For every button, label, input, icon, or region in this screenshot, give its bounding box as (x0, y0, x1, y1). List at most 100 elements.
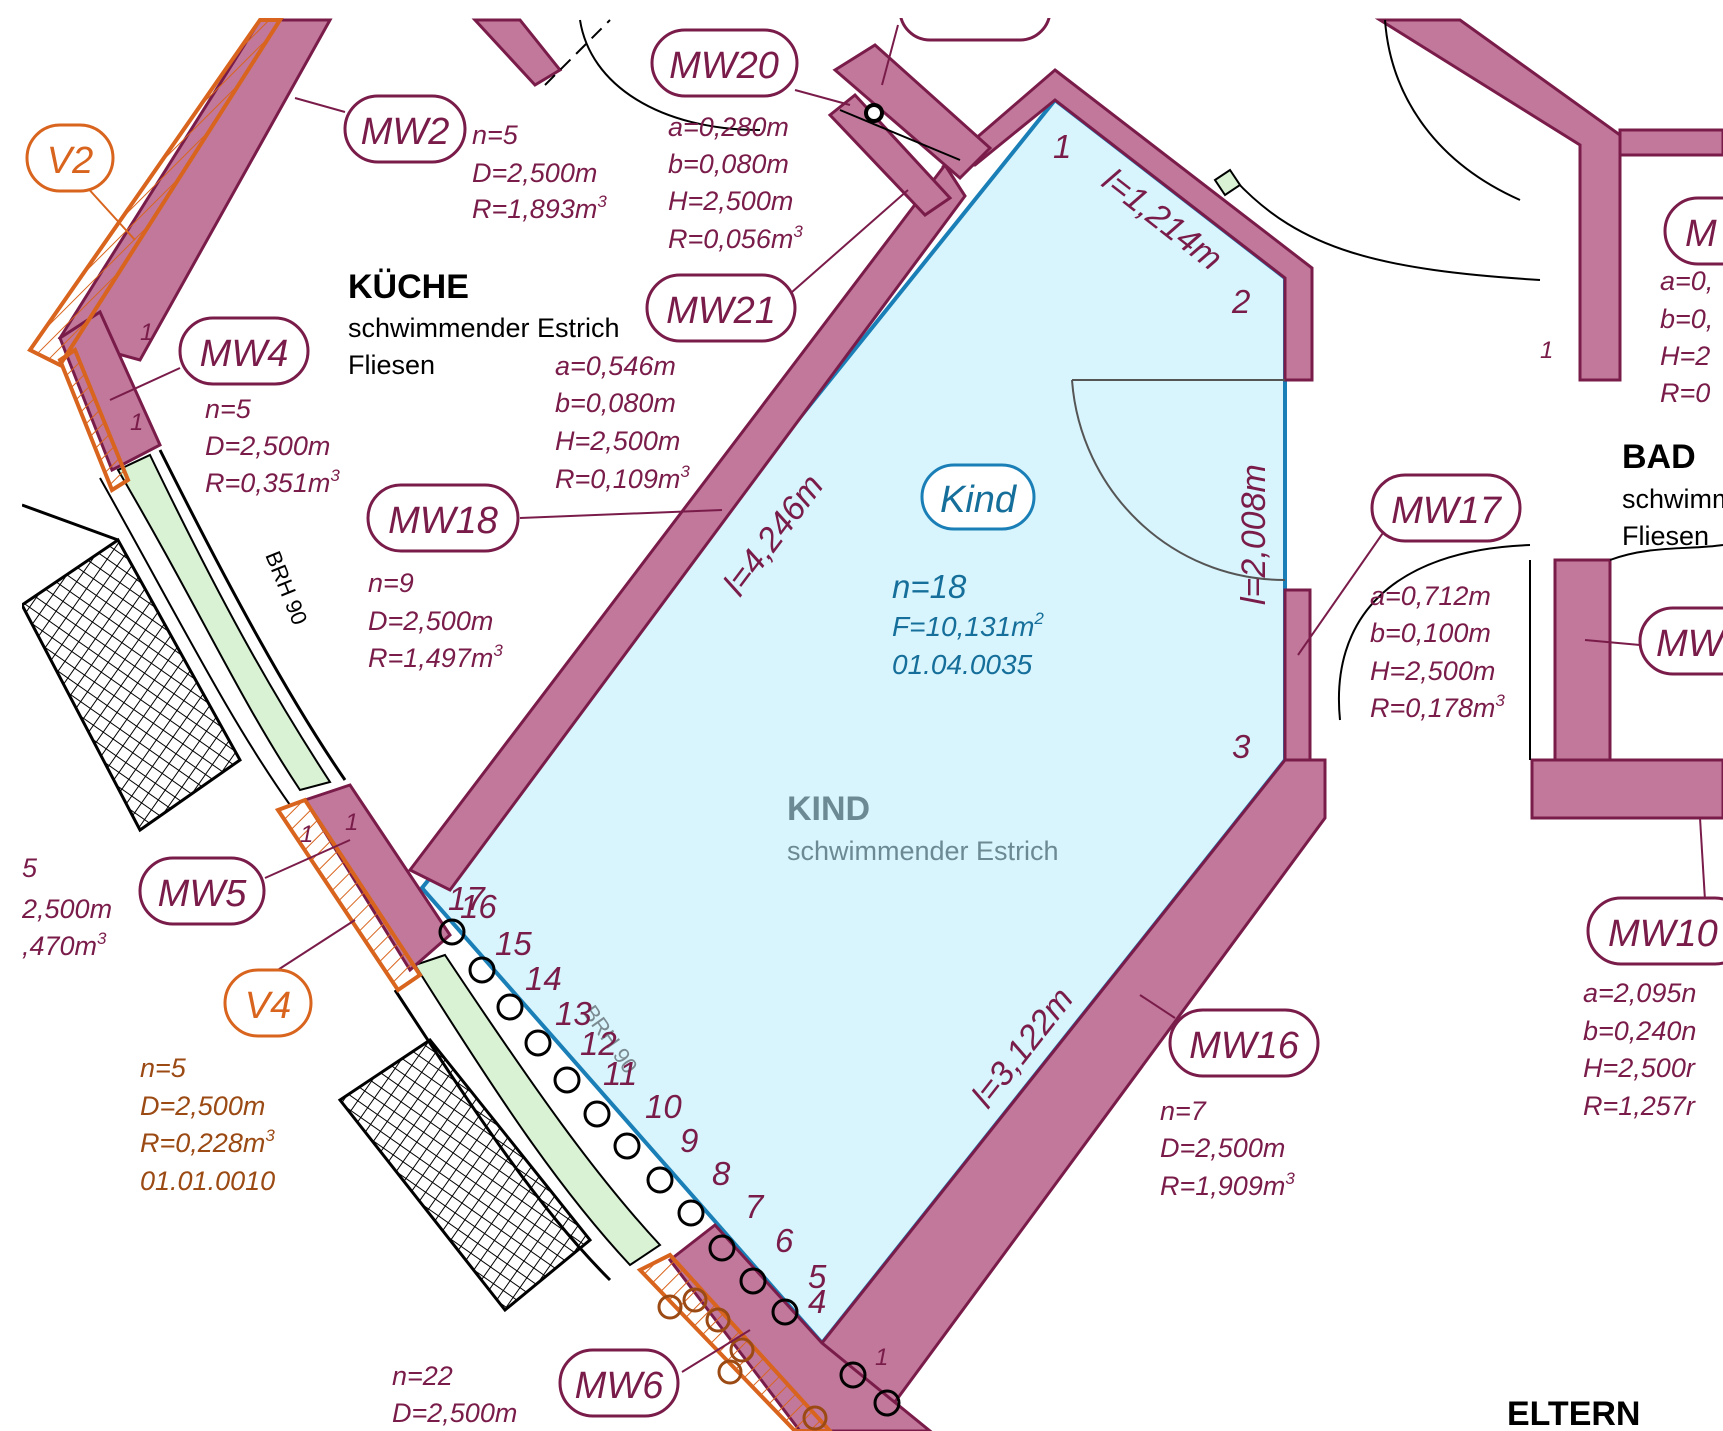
wall-top-stub (471, 18, 563, 87)
mw5-n: 5 (22, 853, 38, 883)
mw17-h: H=2,500m (1370, 656, 1495, 686)
wall-side-number: 1 (345, 809, 358, 836)
svg-text:MW21: MW21 (666, 290, 776, 332)
svg-text:V4: V4 (245, 985, 291, 1027)
tag-mw16[interactable]: MW16 (1168, 1008, 1320, 1078)
m-right-b: b=0, (1660, 304, 1713, 334)
corner-number: 14 (525, 960, 562, 997)
tag-mw5[interactable]: MW5 (138, 856, 266, 926)
corner-number: 9 (680, 1122, 698, 1159)
corner-number: 16 (460, 888, 497, 925)
kind-room-tag[interactable]: Kind (920, 463, 1036, 531)
kueche-finish: Fliesen (348, 350, 435, 380)
svg-text:MW5: MW5 (158, 873, 248, 915)
mw10-b: b=0,240n (1583, 1016, 1696, 1046)
svg-text:MW10: MW10 (1608, 913, 1718, 955)
corner-number: 3 (1232, 728, 1251, 765)
leader-lines (84, 24, 1706, 1373)
vertex-markers (438, 918, 901, 1417)
mw20-b: b=0,080m (668, 149, 789, 179)
mw18-n: n=9 (368, 568, 414, 598)
brh-label-1: BRH 90 (260, 548, 312, 629)
mw4-n: n=5 (205, 394, 252, 424)
svg-text:MW17: MW17 (1391, 490, 1503, 532)
window-band-lower (393, 953, 662, 1282)
mw17-r: R=0,178m3 (1370, 691, 1505, 723)
kind-name: KIND (787, 790, 870, 828)
terrace-hatched-left (20, 503, 242, 833)
kueche-floor: schwimmender Estrich (348, 313, 620, 343)
svg-text:MW2: MW2 (361, 111, 450, 153)
tag-mw10[interactable]: MW10 (1586, 896, 1723, 966)
corner-number: 6 (775, 1222, 794, 1259)
mw10-r: R=1,257r (1583, 1091, 1696, 1121)
wall-mw16 (820, 758, 1327, 1428)
wall-side-number: 1 (1540, 337, 1553, 364)
svg-text:MW: MW (1656, 623, 1723, 665)
kind-n: n=18 (892, 568, 967, 605)
svg-text:MW16: MW16 (1189, 1025, 1300, 1067)
mw2-d: D=2,500m (472, 158, 597, 188)
wall-v2 (27, 18, 284, 368)
svg-text:Kind: Kind (940, 479, 1018, 521)
bad-name: BAD (1622, 438, 1696, 476)
bad-floor: schwimmr (1622, 484, 1723, 514)
pipe-marker (864, 103, 884, 123)
wall-mw2 (57, 18, 333, 362)
mw2-r: R=1,893m3 (472, 192, 607, 224)
corner-number: 13 (555, 995, 592, 1032)
tag-mw2[interactable]: MW2 (343, 94, 467, 164)
wall-v4 (274, 797, 423, 993)
margin-left (0, 0, 22, 1431)
tag-mw18[interactable]: MW18 (366, 483, 520, 553)
terrace-hatched-bottom (337, 1037, 593, 1313)
wall-bad-bottom (1530, 758, 1723, 820)
corner-number: 7 (745, 1188, 765, 1225)
kind-floor: schwimmender Estrich (787, 836, 1059, 866)
corner-number: 11 (603, 1055, 637, 1092)
tag-mw6[interactable]: MW6 (558, 1348, 680, 1418)
svg-text:MW18: MW18 (388, 500, 498, 542)
tag-mw20[interactable]: MW20 (650, 28, 799, 98)
corner-number: 4 (808, 1283, 826, 1320)
svg-text:MW20: MW20 (669, 45, 779, 87)
m-right-r: R=0 (1660, 378, 1710, 408)
v4-r: R=0,228m3 (140, 1126, 275, 1158)
mw4-r: R=0,351m3 (205, 466, 340, 498)
tag-mw17[interactable]: MW17 (1370, 473, 1522, 543)
v4-n: n=5 (140, 1053, 187, 1083)
corner-number: 5 (808, 1258, 827, 1295)
wall-mw17 (1283, 588, 1312, 762)
tag-mw-right[interactable]: MW (1638, 606, 1723, 676)
kind-code: 01.04.0035 (892, 649, 1033, 680)
kueche-name: KÜCHE (348, 268, 469, 306)
wall-mw21 (827, 92, 953, 217)
mw10-h: H=2,500r (1583, 1053, 1696, 1083)
dim-l2: l=2,008m (1235, 464, 1273, 605)
mw20-a: a=0,280m (668, 112, 789, 142)
tag-v2[interactable]: V2 (25, 123, 115, 193)
wall-bad-lower (1553, 558, 1612, 762)
wall-v2-lower (57, 346, 131, 493)
corner-number: 1 (1053, 128, 1071, 165)
kind-area: F=10,131m2 (892, 609, 1044, 642)
v4-code: 01.01.0010 (140, 1166, 275, 1196)
mw6-n: n=22 (392, 1361, 453, 1391)
mw21-b: b=0,080m (555, 388, 676, 418)
vertex-markers-orange (657, 1287, 828, 1431)
window-top-small (1213, 168, 1242, 197)
margin-top (0, 0, 1723, 18)
corner-number: 12 (580, 1025, 617, 1062)
wall-side-number: 1 (300, 821, 313, 848)
tag-m-right[interactable]: M (1663, 196, 1723, 266)
m-right-h: H=2 (1660, 341, 1710, 371)
door-arcs (544, 19, 1723, 760)
mw16-n: n=7 (1160, 1096, 1207, 1126)
mw18-d: D=2,500m (368, 606, 493, 636)
mw5-r: ,470m3 (22, 929, 107, 961)
eltern-name: ELTERN (1507, 1395, 1640, 1431)
tag-v4[interactable]: V4 (223, 968, 313, 1038)
corner-numbers: 1 2 3 4 5 6 7 8 9 10 11 12 13 14 15 16 1… (448, 128, 1251, 1320)
tag-mw4[interactable]: MW4 (178, 316, 310, 386)
tag-mw21[interactable]: MW21 (645, 273, 797, 343)
